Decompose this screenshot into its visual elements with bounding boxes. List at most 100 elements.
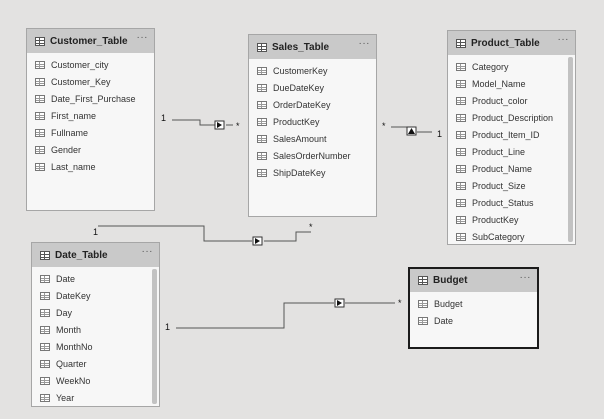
table-card-budget[interactable]: Budget ··· Budget Date: [408, 267, 539, 349]
field-row[interactable]: ShipDateKey: [249, 164, 376, 181]
field-row[interactable]: Customer_city: [27, 56, 154, 73]
relationship-line-date-sales: [98, 225, 252, 242]
field-row[interactable]: First_name: [27, 107, 154, 124]
scrollbar[interactable]: [568, 57, 573, 242]
field-label: Product_color: [472, 95, 528, 106]
more-options-icon[interactable]: ···: [557, 34, 569, 45]
field-row[interactable]: Gender: [27, 141, 154, 158]
cross-filter-arrow-icon: [406, 126, 417, 136]
field-label: Product_Status: [472, 197, 534, 208]
more-options-icon[interactable]: ···: [358, 38, 370, 49]
field-label: Category: [472, 61, 509, 72]
field-icon: [35, 60, 45, 69]
field-row[interactable]: Date_First_Purchase: [27, 90, 154, 107]
field-label: Quarter: [56, 358, 87, 369]
field-icon: [456, 130, 466, 139]
field-icon: [257, 100, 267, 109]
relationship-line-customer-sales: [172, 119, 215, 126]
field-row[interactable]: Customer_Key: [27, 73, 154, 90]
table-header[interactable]: Sales_Table ···: [249, 35, 376, 59]
field-icon: [35, 94, 45, 103]
field-label: DueDateKey: [273, 82, 325, 93]
field-icon: [35, 145, 45, 154]
field-label: Day: [56, 307, 73, 318]
field-row[interactable]: Date: [32, 270, 159, 287]
field-label: Product_Line: [472, 146, 526, 157]
field-label: Date: [434, 315, 454, 326]
table-header[interactable]: Customer_Table ···: [27, 29, 154, 53]
field-icon: [456, 96, 466, 105]
field-row[interactable]: Day: [32, 304, 159, 321]
field-icon: [40, 308, 50, 317]
field-row[interactable]: Product_Name: [448, 160, 575, 177]
more-options-icon[interactable]: ···: [141, 246, 153, 257]
field-label: WeekNo: [56, 375, 91, 386]
field-label: Date_First_Purchase: [51, 93, 136, 104]
field-row[interactable]: Product_Line: [448, 143, 575, 160]
field-row[interactable]: MonthNo: [32, 338, 159, 355]
field-label: CustomerKey: [273, 65, 328, 76]
field-row[interactable]: Last_name: [27, 158, 154, 175]
field-icon: [257, 83, 267, 92]
table-title: Customer_Table: [50, 35, 128, 47]
field-row[interactable]: Product_Description: [448, 109, 575, 126]
field-label: ShipDateKey: [273, 167, 326, 178]
field-label: Product_Description: [472, 112, 554, 123]
field-row[interactable]: SalesOrderNumber: [249, 147, 376, 164]
more-options-icon[interactable]: ···: [136, 32, 148, 43]
field-icon: [418, 299, 428, 308]
cardinality-one-label: 1: [161, 113, 167, 123]
field-row[interactable]: DueDateKey: [249, 79, 376, 96]
field-row[interactable]: DateKey: [32, 287, 159, 304]
field-label: Budget: [434, 298, 463, 309]
field-label: Product_Item_ID: [472, 129, 540, 140]
table-header[interactable]: Date_Table ···: [32, 243, 159, 267]
table-card-sales[interactable]: Sales_Table ··· CustomerKey DueDateKey O…: [248, 34, 377, 217]
table-card-customer[interactable]: Customer_Table ··· Customer_city Custome…: [26, 28, 155, 211]
field-row[interactable]: Category: [448, 58, 575, 75]
field-icon: [257, 151, 267, 160]
field-row[interactable]: SalesAmount: [249, 130, 376, 147]
field-row[interactable]: Product_Status: [448, 194, 575, 211]
table-title: Product_Table: [471, 37, 540, 49]
field-row[interactable]: Fullname: [27, 124, 154, 141]
field-icon: [456, 232, 466, 241]
table-header[interactable]: Budget ···: [410, 269, 537, 292]
field-row[interactable]: CustomerKey: [249, 62, 376, 79]
more-options-icon[interactable]: ···: [519, 272, 531, 283]
field-row[interactable]: Year: [32, 389, 159, 406]
cardinality-many-label: *: [382, 121, 386, 131]
field-row[interactable]: Product_Size: [448, 177, 575, 194]
table-card-date[interactable]: Date_Table ··· Date DateKey Day Month Mo…: [31, 242, 160, 407]
field-icon: [35, 128, 45, 137]
field-label: Product_Name: [472, 163, 533, 174]
table-icon: [456, 38, 466, 48]
field-icon: [40, 376, 50, 385]
field-row[interactable]: Model_Name: [448, 75, 575, 92]
field-row[interactable]: Quarter: [32, 355, 159, 372]
field-row[interactable]: Date: [410, 312, 537, 329]
field-row[interactable]: Month: [32, 321, 159, 338]
field-icon: [418, 316, 428, 325]
field-row[interactable]: WeekNo: [32, 372, 159, 389]
scrollbar[interactable]: [152, 269, 157, 404]
field-icon: [40, 291, 50, 300]
field-label: Date: [56, 273, 76, 284]
table-title: Budget: [433, 275, 468, 286]
table-card-product[interactable]: Product_Table ··· Category Model_Name Pr…: [447, 30, 576, 245]
field-icon: [35, 77, 45, 86]
field-row[interactable]: OrderDateKey: [249, 96, 376, 113]
cardinality-many-label: *: [398, 298, 402, 308]
field-row[interactable]: Product_color: [448, 92, 575, 109]
field-row[interactable]: SubCategory: [448, 228, 575, 245]
field-row[interactable]: Budget: [410, 295, 537, 312]
cross-filter-arrow-icon: [252, 236, 263, 246]
field-icon: [35, 111, 45, 120]
field-icon: [35, 162, 45, 171]
table-header[interactable]: Product_Table ···: [448, 31, 575, 55]
cardinality-many-label: *: [309, 222, 313, 232]
field-row[interactable]: Product_Item_ID: [448, 126, 575, 143]
field-row[interactable]: ProductKey: [448, 211, 575, 228]
field-row[interactable]: ProductKey: [249, 113, 376, 130]
